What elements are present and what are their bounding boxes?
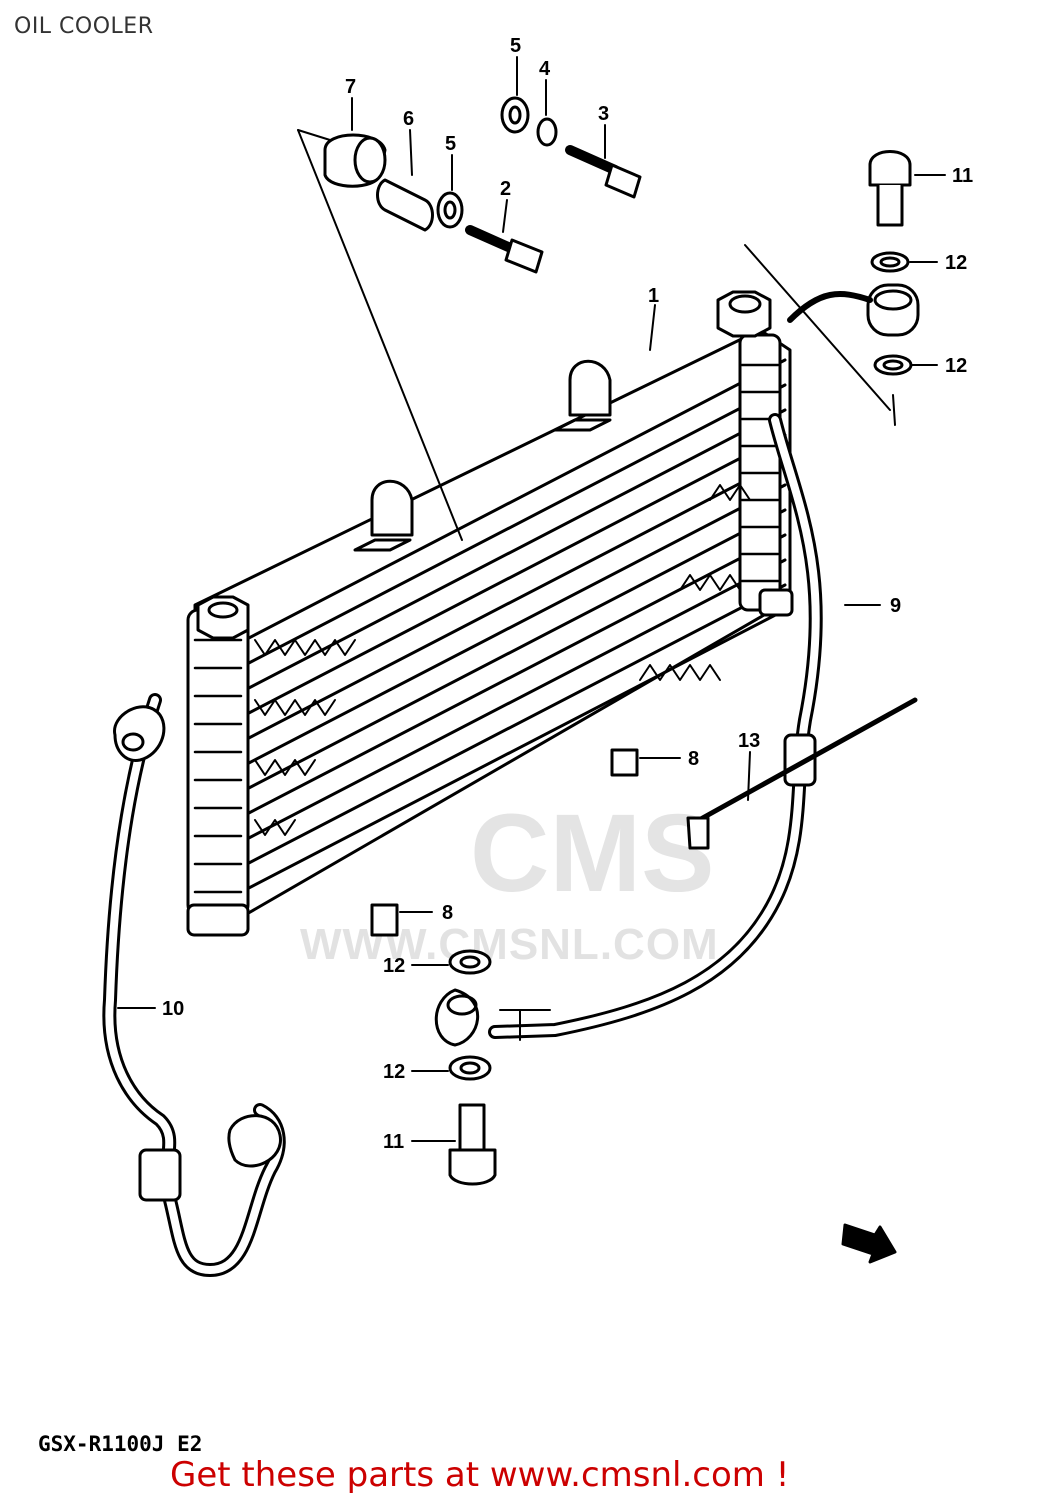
watermark-url: WWW.CMSNL.COM xyxy=(300,920,719,969)
upper-banjo-fitting xyxy=(787,150,920,426)
callout-10: 10 xyxy=(162,998,184,1020)
callout-9: 9 xyxy=(890,595,901,617)
callout-12-b: 12 xyxy=(945,355,967,377)
model-code: GSX-R1100J E2 xyxy=(38,1432,203,1456)
lower-banjo-fitting xyxy=(448,949,497,1186)
callout-labels: 1 2 3 4 5 5 6 7 8 8 9 10 11 11 12 12 12 … xyxy=(162,35,973,1153)
oil-cooler-core xyxy=(186,290,794,937)
callout-11-upper: 11 xyxy=(952,165,973,187)
mount-parts xyxy=(297,96,891,541)
callout-4: 4 xyxy=(539,58,551,80)
callout-12-c: 12 xyxy=(383,955,405,977)
page-title: OIL COOLER xyxy=(14,14,154,39)
callout-13: 13 xyxy=(738,730,760,752)
leader-lines xyxy=(117,56,946,1142)
watermark-logo: CMS xyxy=(470,792,715,915)
clips-and-band xyxy=(370,697,918,937)
callout-3: 3 xyxy=(598,103,609,125)
footer-link[interactable]: Get these parts at www.cmsnl.com ! xyxy=(170,1455,790,1495)
callout-1: 1 xyxy=(648,285,659,307)
callout-11-lower: 11 xyxy=(383,1131,404,1153)
callout-12-d: 12 xyxy=(383,1061,405,1083)
callout-5-top: 5 xyxy=(510,35,521,57)
callout-2: 2 xyxy=(500,178,511,200)
hose-9 xyxy=(434,413,823,1047)
callout-8-lower: 8 xyxy=(442,902,453,924)
callout-5: 5 xyxy=(445,133,456,155)
callout-12-a: 12 xyxy=(945,252,967,274)
front-arrow xyxy=(841,1223,897,1264)
callout-8-upper: 8 xyxy=(688,748,699,770)
callout-7: 7 xyxy=(345,76,356,98)
callout-6: 6 xyxy=(403,108,414,130)
hose-10 xyxy=(102,693,286,1277)
